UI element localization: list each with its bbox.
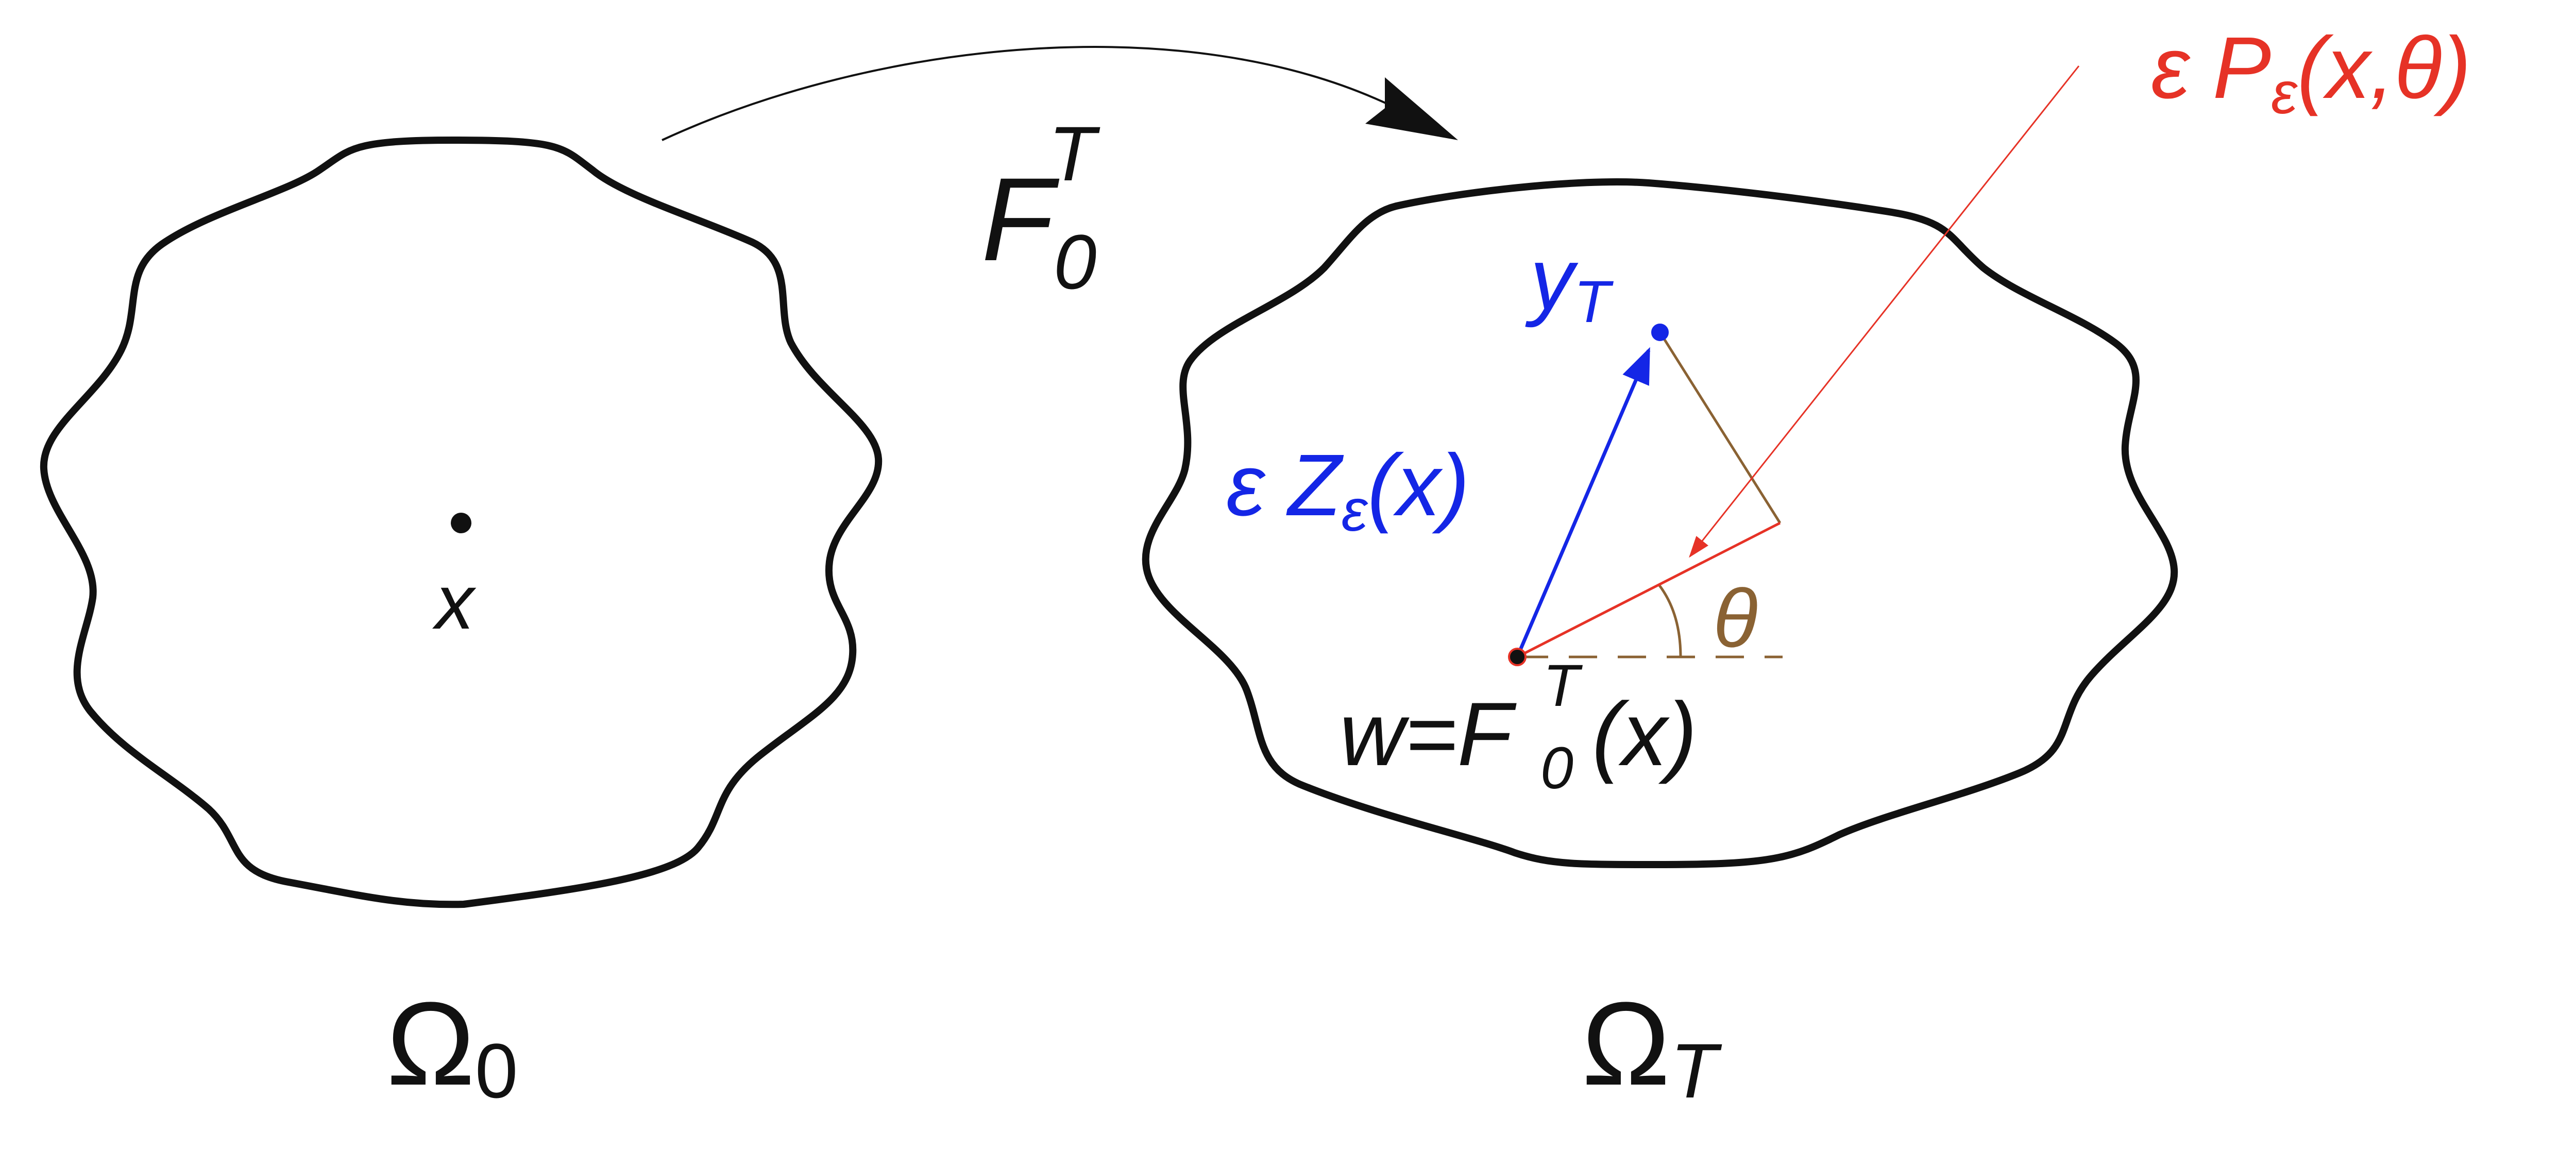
label-w-sup: T <box>1543 653 1583 719</box>
label-x: x <box>432 559 477 645</box>
point-y-t <box>1651 324 1669 341</box>
z-eps-arrow <box>1515 347 1651 658</box>
label-map-f: F <box>981 153 1060 285</box>
label-omega-0: Ω0 <box>386 977 518 1114</box>
label-y-t: yT <box>1525 230 1614 335</box>
point-w <box>1508 648 1527 666</box>
projection-line <box>1658 331 1782 524</box>
label-theta: θ <box>1713 572 1758 664</box>
label-w-prefix: w=F <box>1340 684 1517 785</box>
label-w-arg: (x) <box>1592 684 1697 785</box>
domain-omega-0-boundary <box>40 137 883 908</box>
p-eps-arrow <box>1689 65 2080 558</box>
mapping-arrowhead <box>1365 77 1458 140</box>
label-w-sub: 0 <box>1540 735 1573 801</box>
label-map-f-sub: 0 <box>1054 218 1096 305</box>
theta-angle-arc <box>1658 584 1682 657</box>
mapping-arc <box>662 46 1392 141</box>
direction-line <box>1516 521 1781 658</box>
label-omega-t: ΩT <box>1582 977 1722 1114</box>
domain-omega-t-boundary <box>1142 178 2178 868</box>
point-x <box>451 513 471 533</box>
label-map-f-sup: T <box>1048 110 1100 197</box>
